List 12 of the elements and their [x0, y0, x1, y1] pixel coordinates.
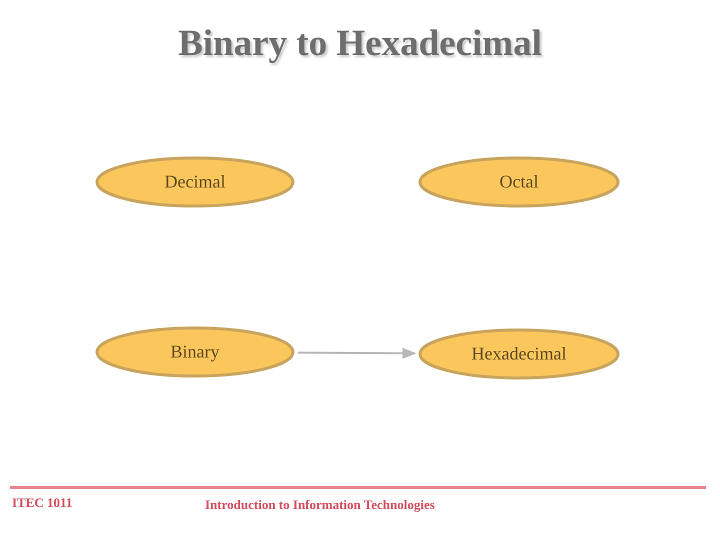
slide-title: Binary to Hexadecimal — [178, 22, 542, 65]
node-label: Binary — [170, 342, 220, 362]
arrow — [298, 348, 416, 359]
node-label: Octal — [500, 172, 538, 192]
node-label: Decimal — [164, 172, 226, 192]
course-code: ITEC 1011 — [12, 495, 72, 511]
ellipse-node — [95, 156, 295, 208]
node-label: Hexadecimal — [472, 344, 566, 364]
course-title: Introduction to Information Technologies — [205, 497, 435, 513]
ellipse-node — [418, 328, 620, 380]
ellipse-node — [418, 156, 620, 208]
ellipse-node — [95, 326, 295, 378]
